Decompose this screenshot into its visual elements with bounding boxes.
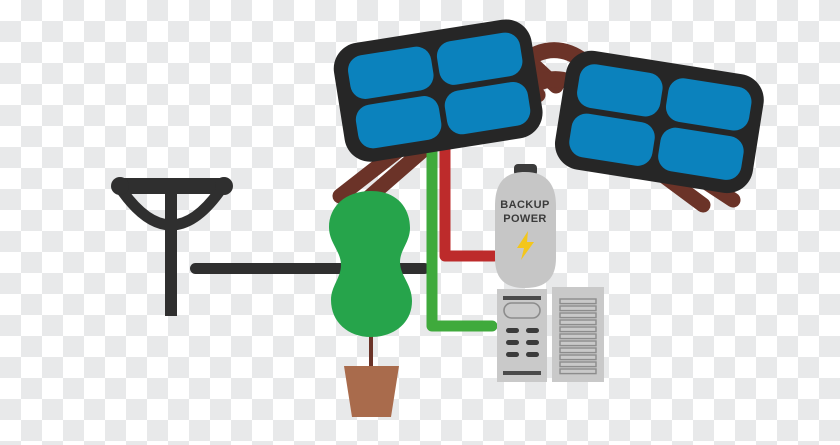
battery-label-line1: BACKUP (500, 199, 549, 211)
pole-mast (165, 178, 177, 316)
pole-crossarm-cap-right (215, 177, 233, 195)
vent-slots (559, 298, 597, 375)
red-dc-wire (439, 142, 500, 262)
battery-label-line2: POWER (503, 213, 547, 225)
tree-foliage (329, 191, 412, 337)
backup-power-battery[interactable]: BACKUP POWER (495, 164, 556, 288)
cabinet-button-2[interactable] (526, 328, 539, 333)
control-cabinet[interactable] (497, 289, 547, 382)
cabinet-button-6[interactable] (526, 352, 539, 357)
battery-body (495, 172, 556, 288)
tree-pot (344, 366, 399, 417)
solar-array-right[interactable] (551, 47, 768, 197)
control-cabinet-bottom-bar (503, 371, 541, 375)
dc-wires (426, 142, 500, 332)
utility-pole (111, 177, 233, 316)
solar-array-left[interactable] (330, 15, 547, 166)
lightning-bolt-icon (517, 231, 534, 260)
pole-crossarm-cap-left (111, 177, 129, 195)
control-cabinet-top-bar (503, 296, 541, 300)
green-dc-wire (426, 142, 498, 332)
cabinet-button-1[interactable] (506, 328, 519, 333)
left-panel-leg-inner (359, 144, 429, 207)
oval-display-icon (503, 302, 541, 319)
cabinet-button-5[interactable] (506, 352, 519, 357)
cabinet-button-3[interactable] (506, 340, 519, 345)
vent-cabinet[interactable] (552, 287, 604, 382)
potted-tree (329, 191, 412, 417)
cabinet-button-4[interactable] (526, 340, 539, 345)
